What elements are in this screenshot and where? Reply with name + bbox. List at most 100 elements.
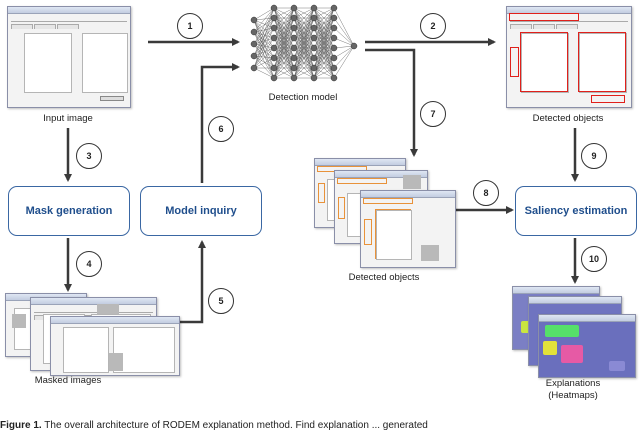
step-4: 4 [76, 251, 102, 277]
nn-edge [253, 17, 275, 69]
masked-image-3 [50, 316, 180, 376]
nn-edge [293, 7, 315, 29]
nn-edge [253, 17, 275, 45]
nn-edge [273, 37, 295, 79]
nn-edge [333, 45, 355, 59]
nn-edge [253, 17, 275, 57]
label-heatmaps: (Heatmaps) [548, 390, 598, 401]
nn-edge [253, 7, 275, 57]
nn-node [250, 64, 258, 72]
nn-edge [273, 27, 295, 79]
step-7: 7 [420, 101, 446, 127]
nn-node [290, 34, 298, 42]
label-detected-objects-top: Detected objects [532, 113, 604, 124]
nn-edge [253, 37, 275, 69]
nn-edge [273, 67, 295, 79]
nn-edge [293, 7, 315, 79]
nn-edge [273, 7, 295, 59]
nn-edge [293, 47, 315, 79]
nn-edge [293, 67, 315, 79]
nn-edge [293, 17, 315, 79]
nn-edge [273, 7, 295, 49]
nn-node [270, 44, 278, 52]
nn-edge [253, 31, 275, 49]
arrow-6 [200, 63, 240, 183]
input-image-window [7, 6, 131, 108]
nn-edge [293, 7, 315, 49]
nn-edge [293, 7, 315, 19]
nn-node [330, 74, 338, 82]
nn-node [330, 44, 338, 52]
nn-edge [273, 7, 295, 39]
nn-node [250, 28, 258, 36]
detected-objects-window [506, 6, 632, 108]
nn-edge [253, 31, 275, 59]
nn-edge [253, 67, 275, 79]
nn-node [290, 44, 298, 52]
nn-edge [273, 7, 295, 29]
nn-edge [253, 19, 275, 59]
nn-node [310, 64, 318, 72]
nn-edge [313, 7, 335, 69]
saliency-estimation-box: Saliency estimation [515, 186, 637, 236]
nn-node [330, 14, 338, 22]
nn-edge [253, 37, 275, 45]
nn-edge [253, 57, 275, 69]
nn-edge [333, 27, 355, 47]
caption-prefix: Figure 1. [0, 420, 42, 431]
step-10: 10 [581, 246, 607, 272]
nn-node [310, 14, 318, 22]
nn-edge [253, 47, 275, 69]
nn-edge [253, 27, 275, 45]
nn-edge [253, 43, 275, 59]
nn-edge [253, 7, 275, 33]
label-detection-model: Detection model [268, 92, 338, 103]
nn-edge [253, 7, 275, 45]
nn-edge [253, 27, 275, 69]
step-3: 3 [76, 143, 102, 169]
nn-node [310, 74, 318, 82]
nn-edge [253, 43, 275, 49]
nn-edge [253, 27, 275, 57]
step-9: 9 [581, 143, 607, 169]
nn-node [290, 14, 298, 22]
nn-edge [293, 27, 315, 79]
detected-objects-stack-3 [360, 190, 456, 268]
nn-node [290, 4, 298, 12]
nn-edge [313, 27, 335, 79]
nn-edge [333, 45, 355, 69]
nn-edge [253, 7, 275, 69]
nn-node [310, 54, 318, 62]
nn-node [250, 16, 258, 24]
model-inquiry-box: Model inquiry [140, 186, 262, 236]
label-input-image: Input image [43, 113, 93, 124]
neural-network-icon [250, 4, 358, 82]
nn-edge [273, 17, 295, 79]
nn-edge [253, 27, 275, 33]
nn-node [250, 52, 258, 60]
nn-node [270, 74, 278, 82]
nn-edge [333, 45, 355, 79]
nn-edge [313, 7, 335, 59]
nn-edge [293, 7, 315, 69]
nn-edge [273, 57, 295, 79]
nn-edge [333, 37, 355, 47]
label-detected-objects-mid: Detected objects [348, 272, 420, 283]
arrow-7 [365, 48, 418, 157]
nn-edge [313, 7, 335, 39]
nn-node [290, 54, 298, 62]
nn-edge [333, 17, 355, 47]
nn-node [270, 24, 278, 32]
nn-edge [273, 47, 295, 79]
step-1: 1 [177, 13, 203, 39]
nn-node [350, 42, 358, 50]
nn-node [270, 14, 278, 22]
nn-edge [313, 17, 335, 79]
nn-edge [273, 7, 295, 79]
nn-edge [273, 7, 295, 19]
nn-edge [253, 47, 275, 57]
step-8: 8 [473, 180, 499, 206]
nn-node [290, 24, 298, 32]
nn-node [330, 64, 338, 72]
